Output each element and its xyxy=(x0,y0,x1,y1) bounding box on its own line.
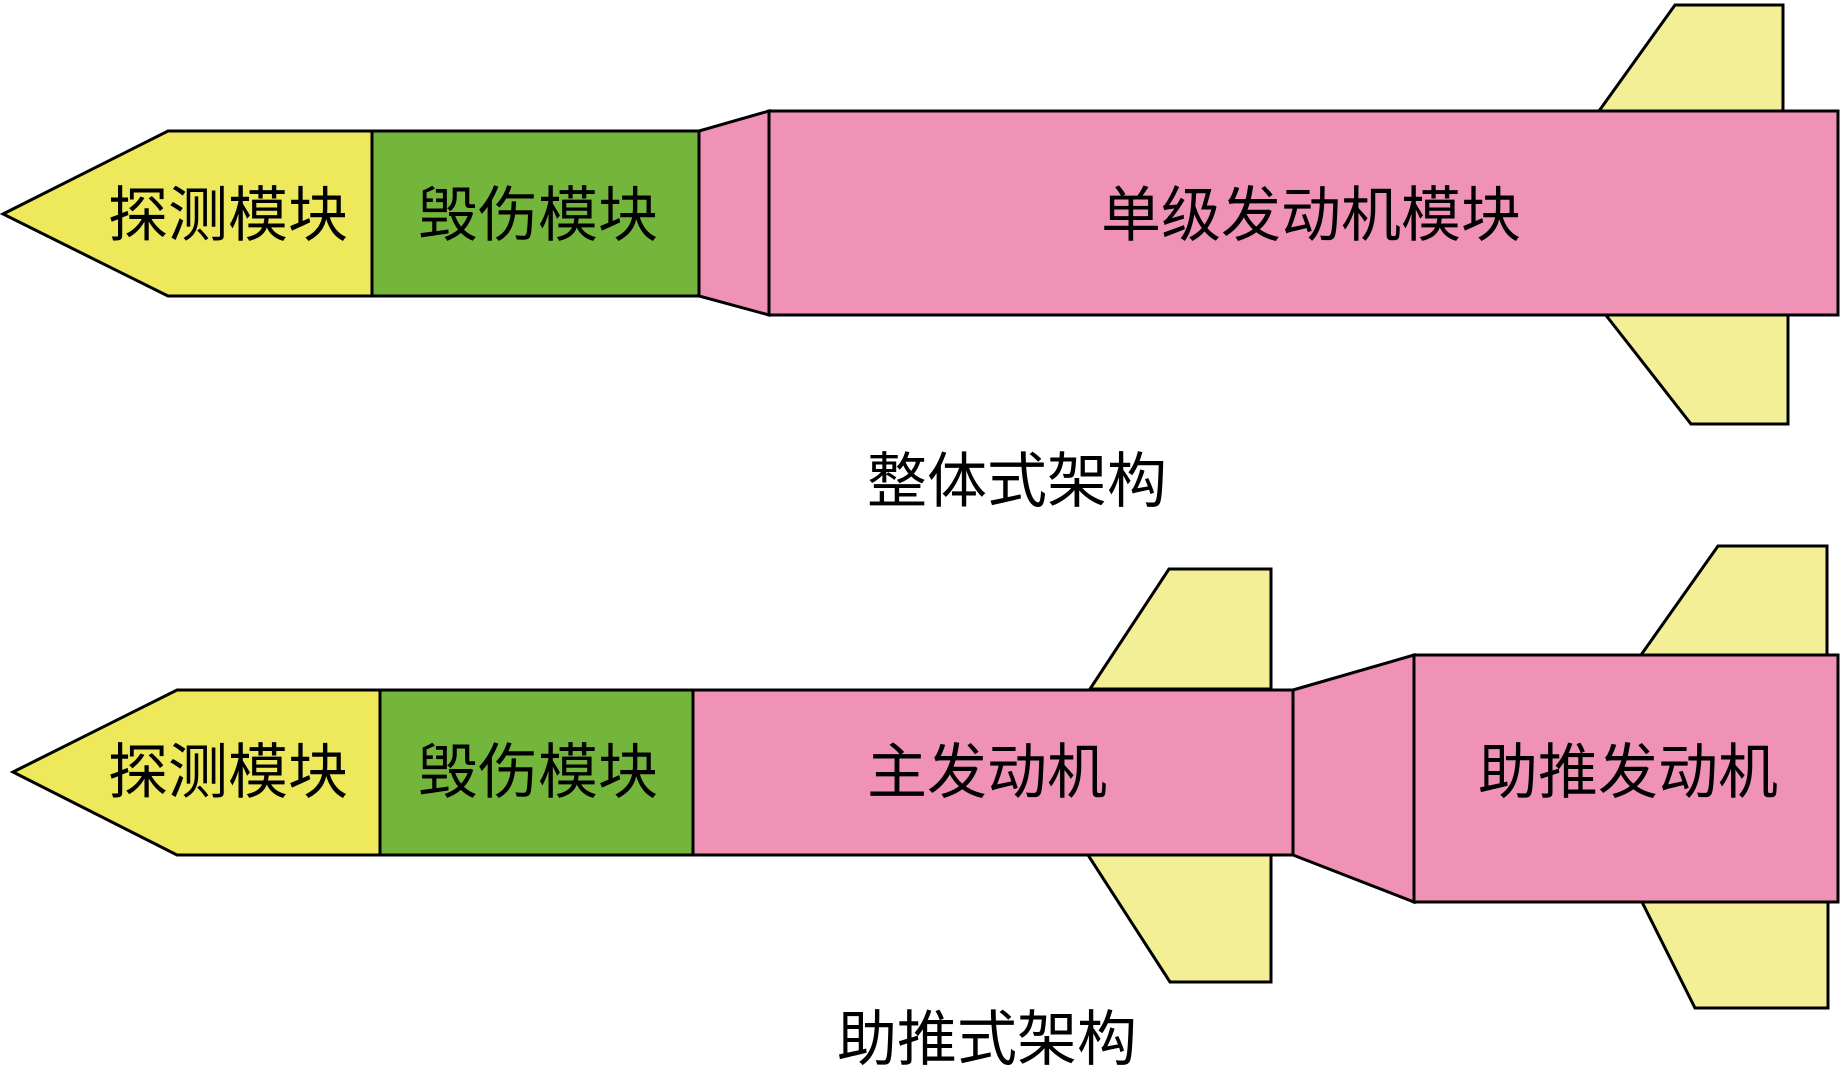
integrated-lower-fin xyxy=(1601,312,1790,426)
boosted-interstage-section xyxy=(1291,653,1416,905)
main-engine-lower-fin xyxy=(1085,853,1273,984)
main-engine-upper-fin xyxy=(1087,567,1273,691)
integrated-upper-fin xyxy=(1596,3,1785,113)
boosted-damage-label: 毁伤模块 xyxy=(418,738,658,808)
booster-engine-module xyxy=(1412,653,1840,904)
integrated-damage-label: 毁伤模块 xyxy=(418,181,658,251)
integrated-engine-module xyxy=(767,109,1840,317)
integrated-transition-section xyxy=(697,109,771,317)
integrated-engine-label: 单级发动机模块 xyxy=(1101,181,1521,251)
boosted-detection-label: 探测模块 xyxy=(108,738,348,808)
integrated-damage-module xyxy=(370,129,701,298)
main-engine-label: 主发动机 xyxy=(867,738,1107,808)
integrated-missile: 探测模块 毁伤模块 单级发动机模块 xyxy=(0,3,1840,426)
integrated-detection-label: 探测模块 xyxy=(108,181,348,251)
booster-lower-fin xyxy=(1639,900,1830,1010)
booster-engine-label: 助推发动机 xyxy=(1478,738,1778,808)
integrated-caption: 整体式架构 xyxy=(867,447,1167,517)
boosted-caption: 助推式架构 xyxy=(837,1005,1137,1075)
boosted-missile: 探测模块 毁伤模块 主发动机 助推发动机 xyxy=(9,544,1840,1010)
booster-upper-fin xyxy=(1638,544,1829,657)
